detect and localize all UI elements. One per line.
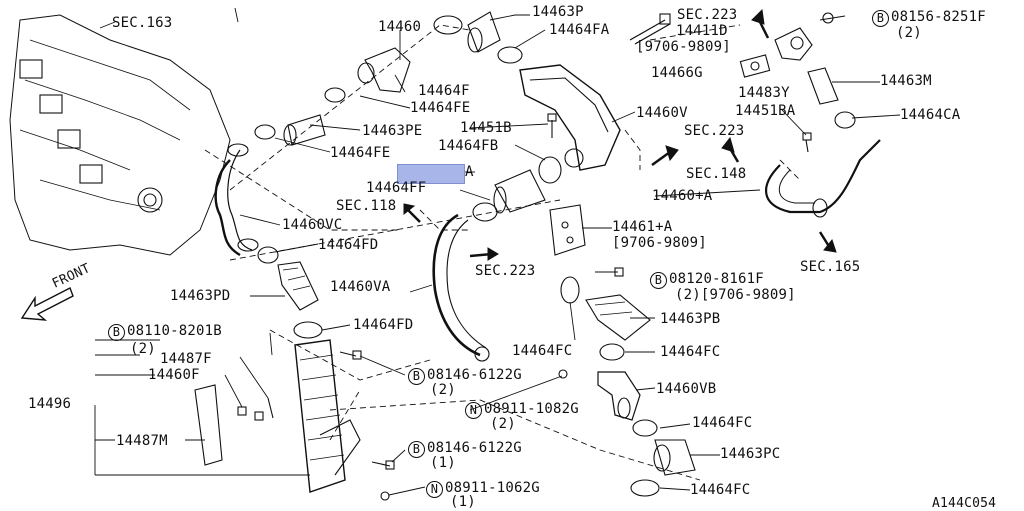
label-14464FE-2[interactable]: 14464FE bbox=[330, 145, 391, 161]
bolt-mark: B bbox=[408, 368, 425, 385]
label-08110-qty: (2) bbox=[130, 341, 156, 357]
nut-mark: N bbox=[465, 402, 482, 419]
label-14460V[interactable]: 14460V bbox=[636, 105, 688, 121]
bolt-mark: B bbox=[108, 324, 125, 341]
code: 08146-6122G bbox=[427, 440, 522, 456]
label-14464FD-2[interactable]: 14464FD bbox=[353, 317, 414, 333]
label-date-1: [9706-9809] bbox=[636, 39, 731, 55]
pipe-14460VA bbox=[432, 213, 481, 357]
highlighted-part-box[interactable] bbox=[397, 164, 465, 184]
hose-14460 bbox=[364, 47, 411, 93]
code: 08911-1062G bbox=[445, 480, 540, 496]
code: 08120-8161F bbox=[669, 271, 764, 287]
label-14464FE-1[interactable]: 14464FE bbox=[410, 100, 471, 116]
label-sec163[interactable]: SEC.163 bbox=[112, 15, 173, 31]
label-14460plusA[interactable]: 14460+A bbox=[652, 188, 713, 204]
label-14464FC-2[interactable]: 14464FC bbox=[660, 344, 721, 360]
label-14463PB[interactable]: 14463PB bbox=[660, 311, 721, 327]
bolt-mark: B bbox=[872, 10, 889, 27]
front-arrow bbox=[20, 287, 74, 321]
label-sec223-low[interactable]: SEC.223 bbox=[475, 263, 536, 279]
bracket-14461plusA bbox=[549, 204, 586, 256]
label-08911a-qty: (2) bbox=[490, 416, 516, 432]
label-14460[interactable]: 14460 bbox=[378, 19, 422, 35]
label-14483Y[interactable]: 14483Y bbox=[738, 85, 790, 101]
label-14463PE[interactable]: 14463PE bbox=[362, 123, 423, 139]
label-14463P[interactable]: 14463P bbox=[532, 4, 584, 20]
code: 08110-8201B bbox=[127, 323, 222, 339]
label-14460F[interactable]: 14460F bbox=[148, 367, 200, 383]
label-14451BA[interactable]: 14451BA bbox=[735, 103, 796, 119]
label-sec223-top[interactable]: SEC.223 bbox=[677, 7, 738, 23]
label-14496[interactable]: 14496 bbox=[28, 396, 72, 412]
code: 08146-6122G bbox=[427, 367, 522, 383]
label-14463PD[interactable]: 14463PD bbox=[170, 288, 231, 304]
label-14463PC[interactable]: 14463PC bbox=[720, 446, 781, 462]
label-14460VB[interactable]: 14460VB bbox=[656, 381, 717, 397]
label-14464FC-1[interactable]: 14464FC bbox=[512, 343, 573, 359]
label-14464CA[interactable]: 14464CA bbox=[900, 107, 961, 123]
highlight-suffix: A bbox=[465, 164, 474, 180]
label-sec148[interactable]: SEC.148 bbox=[686, 166, 747, 182]
bracket-14487M bbox=[194, 384, 223, 466]
pipe-14460plusA bbox=[764, 139, 881, 214]
label-14464FC-3[interactable]: 14464FC bbox=[692, 415, 753, 431]
label-14487M[interactable]: 14487M bbox=[116, 433, 168, 449]
bolt-mark: B bbox=[650, 272, 667, 289]
arrow-sec118 bbox=[407, 209, 421, 223]
label-sec165[interactable]: SEC.165 bbox=[800, 259, 861, 275]
label-14463M[interactable]: 14463M bbox=[880, 73, 932, 89]
label-08120-qty: (2)[9706-9809] bbox=[675, 287, 796, 303]
figure-id: A144C054 bbox=[932, 496, 997, 511]
label-sec223-mid[interactable]: SEC.223 bbox=[684, 123, 745, 139]
label-date-2: [9706-9809] bbox=[612, 235, 707, 251]
bolt-mark: B bbox=[408, 441, 425, 458]
label-14411D[interactable]: 14411D bbox=[676, 23, 728, 39]
label-14464FA[interactable]: 14464FA bbox=[549, 22, 610, 38]
label-14464FC-4[interactable]: 14464FC bbox=[690, 482, 751, 498]
label-14460VA[interactable]: 14460VA bbox=[330, 279, 391, 295]
label-14464F[interactable]: 14464F bbox=[418, 83, 470, 99]
arrow-sec148 bbox=[651, 150, 671, 167]
label-14466G[interactable]: 14466G bbox=[651, 65, 703, 81]
label-sec118[interactable]: SEC.118 bbox=[336, 198, 397, 214]
label-14460VC[interactable]: 14460VC bbox=[282, 217, 343, 233]
pipe-14460V bbox=[519, 64, 621, 171]
nut-mark: N bbox=[426, 481, 443, 498]
hose-14460VC bbox=[214, 159, 241, 257]
label-14451B[interactable]: 14451B bbox=[460, 120, 512, 136]
label-14464FB[interactable]: 14464FB bbox=[438, 138, 499, 154]
label-08146b-qty: (1) bbox=[430, 455, 456, 471]
code: 08156-8251F bbox=[891, 9, 986, 25]
label-08146a-qty: (2) bbox=[430, 382, 456, 398]
label-14487F[interactable]: 14487F bbox=[160, 351, 212, 367]
label-14461plusA[interactable]: 14461+A bbox=[612, 219, 673, 235]
label-08911b-qty: (1) bbox=[450, 494, 476, 510]
engine-block bbox=[9, 14, 231, 256]
label-08156-qty: (2) bbox=[896, 25, 922, 41]
code: 08911-1082G bbox=[484, 401, 579, 417]
label-14464FF[interactable]: 14464FF bbox=[366, 180, 427, 196]
label-14464FD-1[interactable]: 14464FD bbox=[318, 237, 379, 253]
intercooler-14496 bbox=[294, 339, 346, 493]
